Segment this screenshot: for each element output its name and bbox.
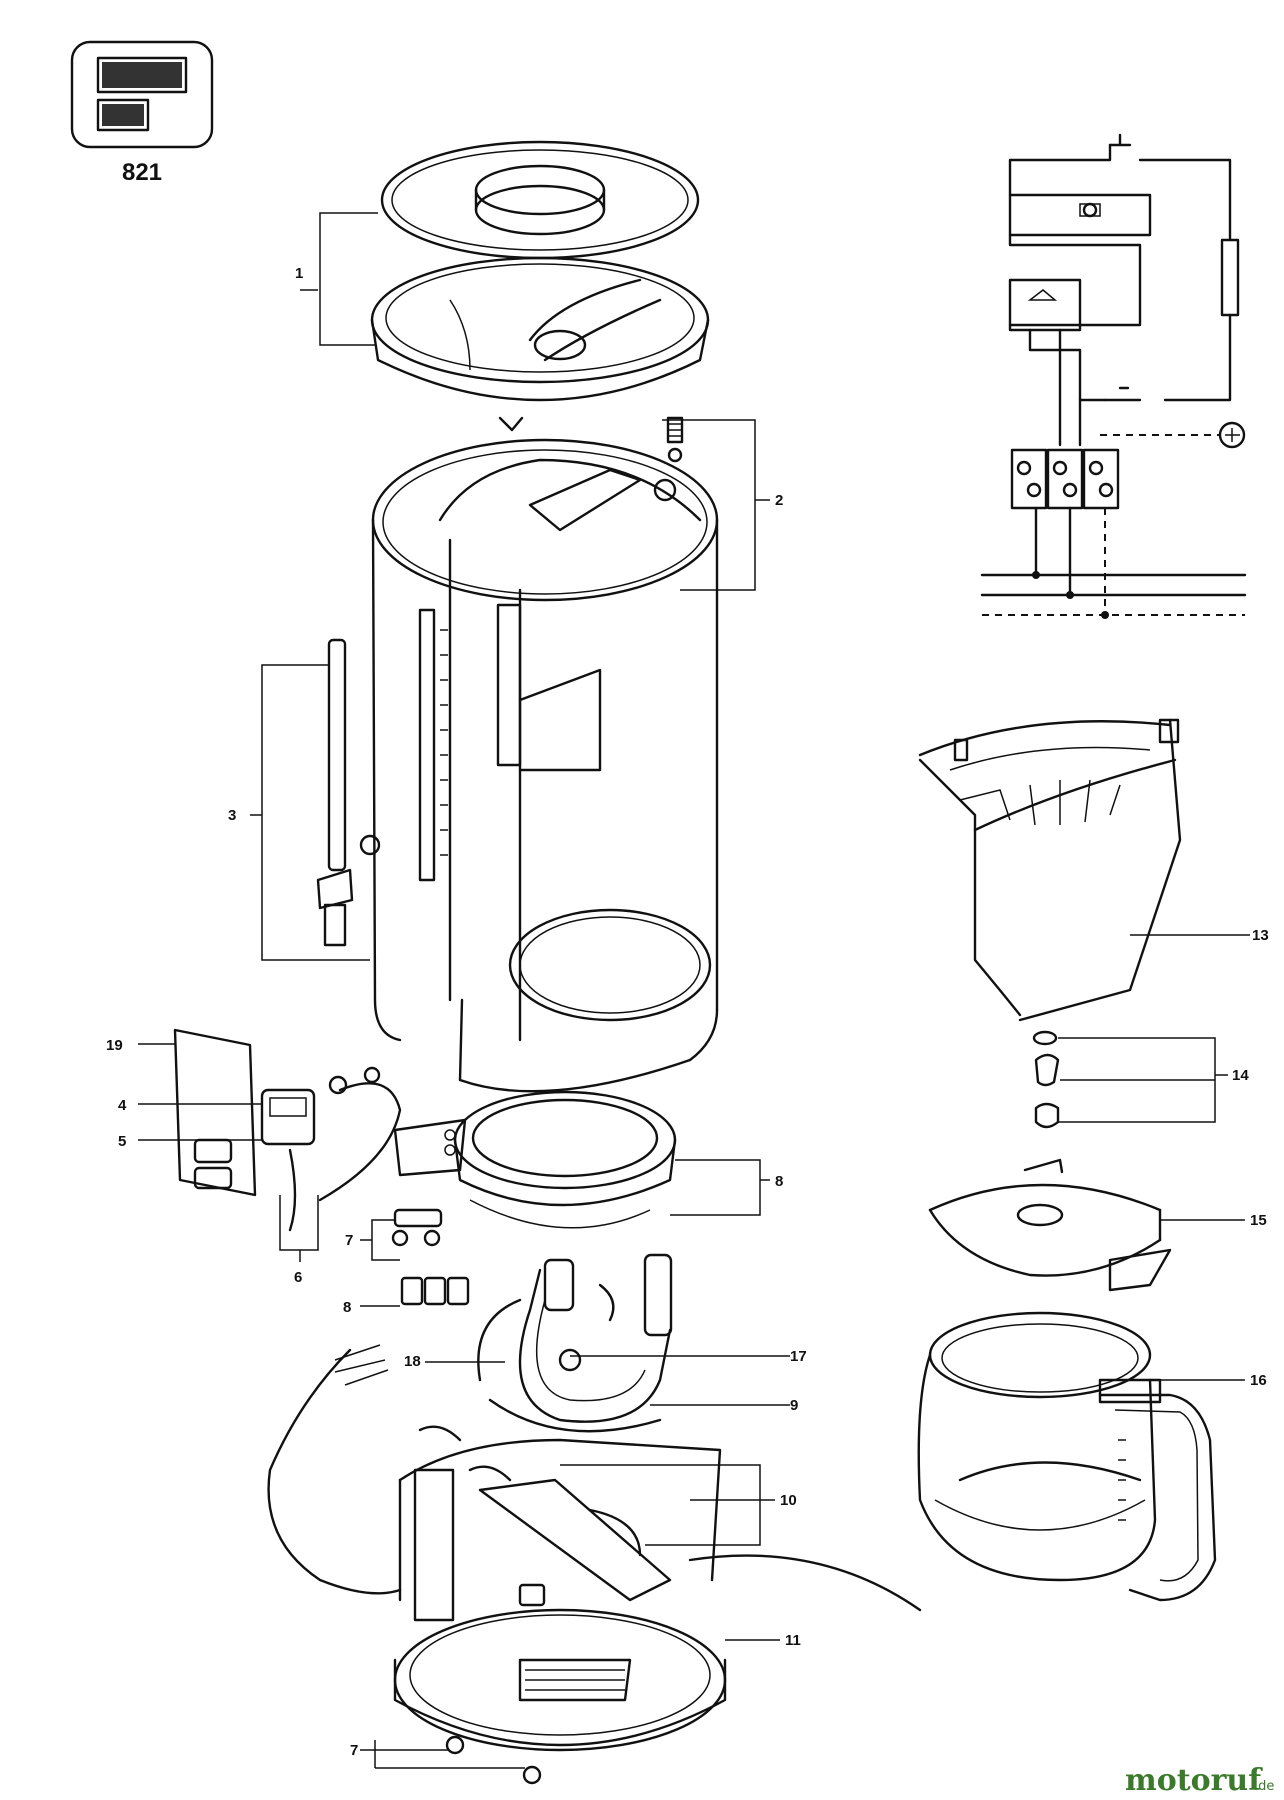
label-part-2: 2 [775, 492, 783, 509]
gasket-part-8 [393, 1090, 677, 1229]
callout-leaders [138, 212, 1250, 1769]
label-part-7b: 7 [350, 1742, 358, 1759]
heating-element-part-9 [477, 1253, 673, 1433]
valve-part-14 [1032, 1030, 1060, 1129]
screws-part-7 [445, 1735, 542, 1785]
model-number: 821 [122, 159, 162, 186]
label-part-9: 9 [790, 1397, 798, 1414]
lid-assembly [370, 140, 710, 432]
switch-panel-part-19 [173, 1028, 257, 1197]
label-part-11: 11 [785, 1632, 801, 1649]
water-reservoir [371, 438, 719, 1093]
label-part-19: 19 [106, 1037, 123, 1054]
label-part-8a: 8 [775, 1173, 783, 1190]
label-part-6: 6 [294, 1269, 302, 1286]
watermark-brand: motoruf [1125, 1763, 1263, 1798]
switch-parts-4-5 [260, 1066, 402, 1232]
power-cord [267, 1344, 922, 1612]
watermark: motoruf .de [1125, 1763, 1274, 1798]
label-part-18: 18 [404, 1353, 421, 1370]
label-part-14: 14 [1232, 1067, 1249, 1084]
label-part-8b: 8 [343, 1299, 351, 1316]
callout-labels: 1 2 3 19 4 5 8 7 6 8 18 17 9 10 11 7 13 … [106, 265, 1269, 1759]
label-part-1: 1 [295, 265, 303, 282]
label-part-15: 15 [1250, 1212, 1267, 1229]
base-part-11 [393, 1438, 727, 1752]
carafe-part-16 [917, 1311, 1217, 1602]
carafe-lid-part-15 [928, 1158, 1172, 1292]
label-part-16: 16 [1250, 1372, 1267, 1389]
screw-part-2 [666, 416, 684, 463]
label-part-13: 13 [1252, 927, 1269, 944]
label-part-17: 17 [790, 1348, 807, 1365]
clips-parts-7-8 [391, 1208, 470, 1306]
label-part-5: 5 [118, 1133, 126, 1150]
wiring-schematic [980, 133, 1247, 619]
filter-holder-part-13 [918, 718, 1182, 1022]
label-part-10: 10 [780, 1492, 797, 1509]
tube-part-3 [316, 638, 381, 947]
model-badge: 821 [70, 40, 214, 186]
label-part-7a: 7 [345, 1232, 353, 1249]
label-part-3: 3 [228, 807, 236, 824]
label-part-4: 4 [118, 1097, 127, 1114]
watermark-suffix: .de [1254, 1779, 1274, 1794]
